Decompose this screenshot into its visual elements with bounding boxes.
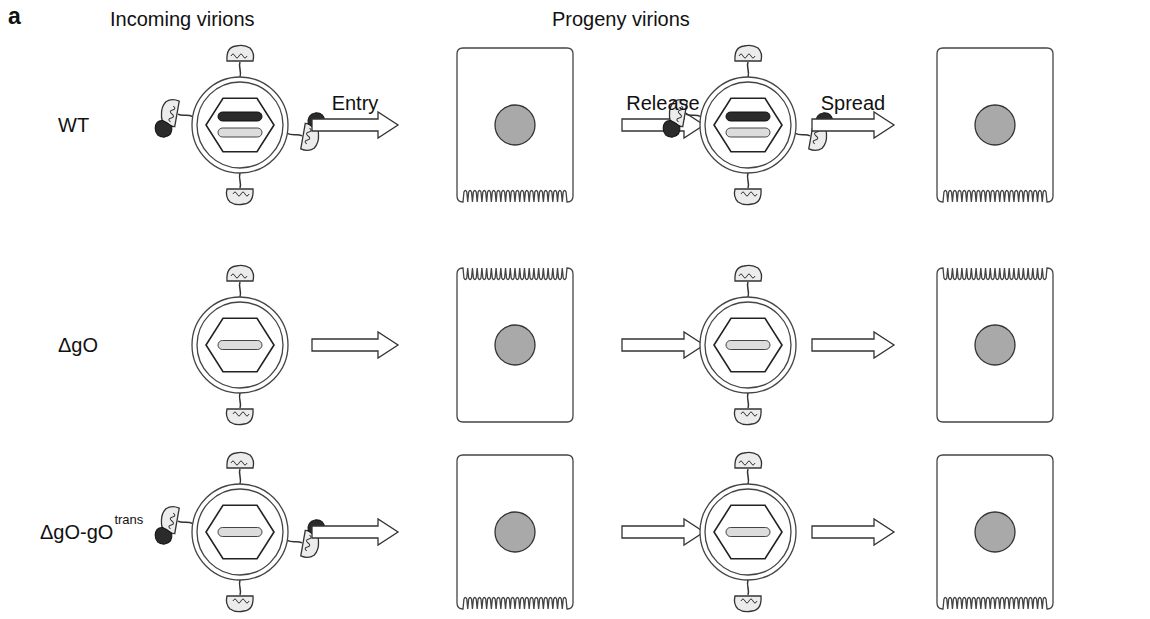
envelope-outer <box>700 297 796 393</box>
block-arrow <box>622 332 704 358</box>
arrow-label: Entry <box>332 92 379 114</box>
glycoprotein-spike <box>226 393 253 425</box>
arrow-label: Spread <box>821 92 886 114</box>
virion <box>154 452 327 611</box>
genome-light <box>218 341 262 350</box>
capsid <box>206 318 274 372</box>
nucleus <box>495 105 535 145</box>
glycoprotein-spike <box>227 265 254 297</box>
envelope-outer <box>700 484 796 580</box>
envelope-inner <box>197 82 283 168</box>
capsid <box>714 318 782 372</box>
virion <box>154 45 327 204</box>
cell <box>937 455 1053 609</box>
gO-spike <box>154 504 195 548</box>
cell <box>457 48 573 202</box>
block-arrow <box>312 112 398 138</box>
envelope-outer <box>192 77 288 173</box>
row-label: WT <box>58 114 89 136</box>
block-arrow <box>812 519 894 545</box>
genome-light <box>218 128 262 137</box>
glycoprotein-spike <box>226 580 253 612</box>
virion <box>700 452 796 611</box>
superscript: trans <box>114 513 143 527</box>
panel-letter: a <box>8 4 21 29</box>
gO-spike <box>154 97 195 141</box>
block-arrow <box>812 332 894 358</box>
cell <box>457 455 573 609</box>
genome-light <box>218 528 262 537</box>
genome-dark <box>218 112 262 121</box>
cell <box>937 48 1053 202</box>
virion <box>192 265 288 424</box>
block-arrow <box>312 519 398 545</box>
nucleus <box>975 325 1015 365</box>
nucleus <box>975 512 1015 552</box>
genome-light <box>726 128 770 137</box>
envelope-inner <box>197 489 283 575</box>
row-label: ΔgO-gO <box>40 521 113 543</box>
block-arrow <box>622 519 704 545</box>
glycoprotein-spike <box>735 265 762 297</box>
arrow-label: Release <box>626 92 699 114</box>
envelope-inner <box>197 302 283 388</box>
virion <box>700 265 796 424</box>
column-header: Incoming virions <box>110 8 255 30</box>
envelope-inner <box>705 82 791 168</box>
envelope-outer <box>700 77 796 173</box>
capsid <box>206 98 274 152</box>
nucleus <box>975 105 1015 145</box>
genome-dark <box>726 112 770 121</box>
glycoprotein-spike <box>735 45 762 77</box>
glycoprotein-spike <box>735 452 762 484</box>
column-header: Progeny virions <box>552 8 690 30</box>
envelope-outer <box>192 484 288 580</box>
capsid <box>714 505 782 559</box>
cell-outline <box>457 48 573 202</box>
cell <box>937 268 1053 422</box>
virion <box>662 45 835 204</box>
cell-outline <box>937 455 1053 609</box>
nucleus <box>495 512 535 552</box>
cell <box>457 268 573 422</box>
glycoprotein-spike <box>226 173 253 205</box>
envelope-inner <box>705 489 791 575</box>
genome-light <box>726 528 770 537</box>
genome-light <box>726 341 770 350</box>
envelope-outer <box>192 297 288 393</box>
glycoprotein-spike <box>734 393 761 425</box>
nucleus <box>495 325 535 365</box>
glycoprotein-spike <box>227 45 254 77</box>
row-label: ΔgO <box>58 334 98 356</box>
glycoprotein-spike <box>734 580 761 612</box>
envelope-inner <box>705 302 791 388</box>
capsid <box>714 98 782 152</box>
capsid <box>206 505 274 559</box>
cell-outline <box>457 455 573 609</box>
cell-outline <box>457 268 573 422</box>
block-arrow <box>312 332 398 358</box>
cell-outline <box>937 268 1053 422</box>
glycoprotein-spike <box>227 452 254 484</box>
glycoprotein-spike <box>734 173 761 205</box>
block-arrow <box>812 112 894 138</box>
cell-outline <box>937 48 1053 202</box>
